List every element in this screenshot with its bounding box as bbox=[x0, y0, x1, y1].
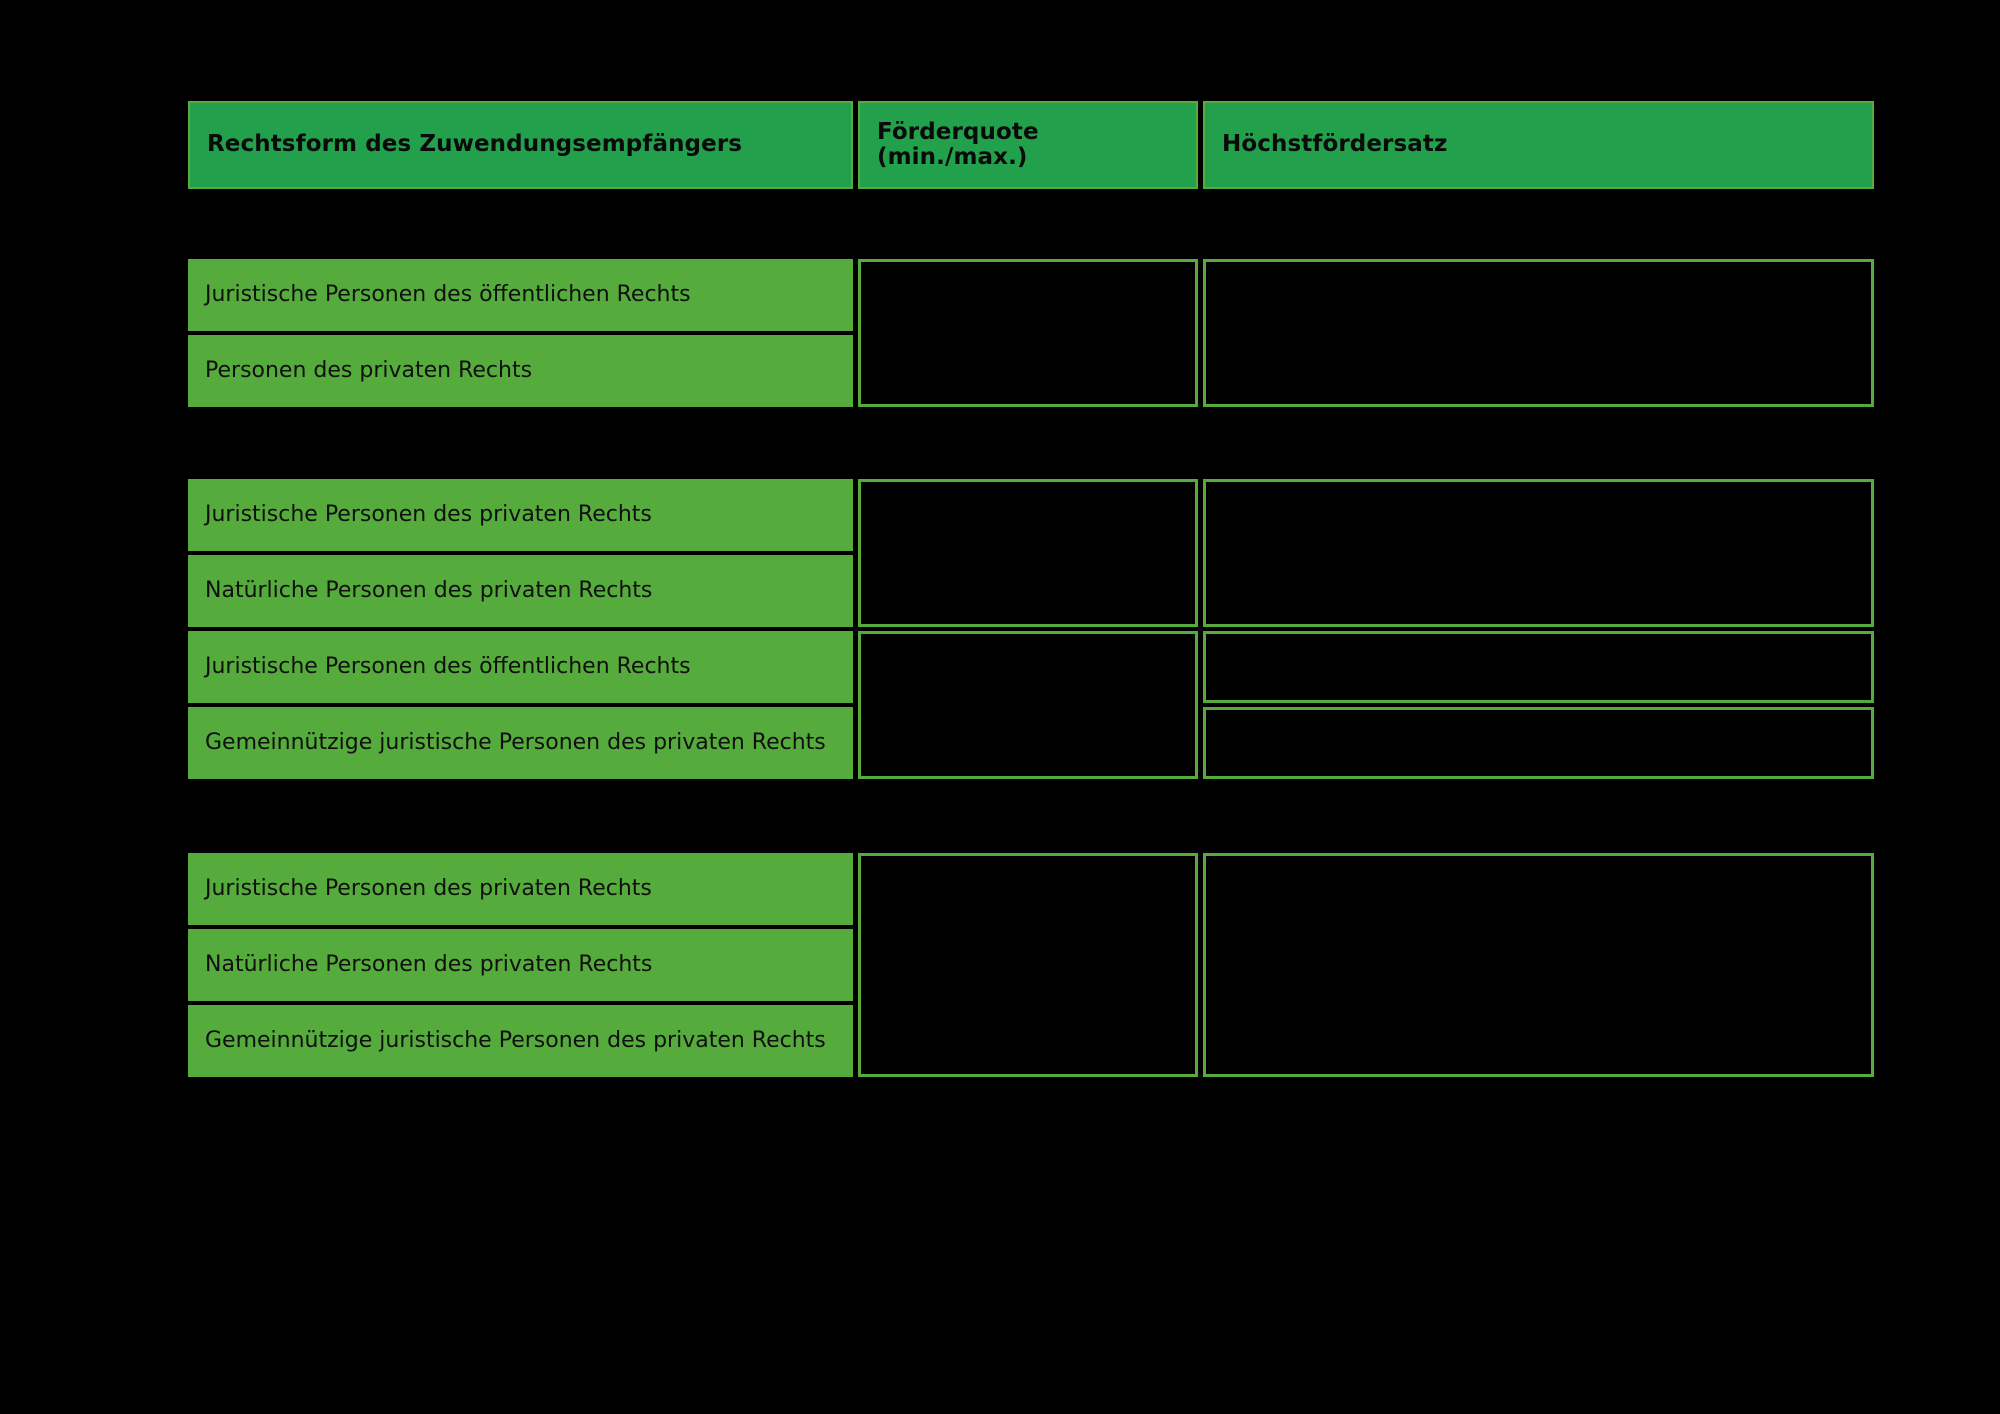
header-label-recipient-legal-form: Rechtsform des Zuwendungsempfängers bbox=[207, 131, 743, 158]
table-row: Natürliche Personen des privaten Rechts bbox=[188, 929, 853, 1001]
table-row: Juristische Personen des privaten Rechts bbox=[188, 479, 853, 551]
funding-rate-table: Rechtsform des Zuwendungsempfängers Förd… bbox=[188, 101, 1874, 1077]
table-group-1: Juristische Personen des öffentlichen Re… bbox=[188, 259, 1874, 407]
funding-rate-cell bbox=[858, 259, 1198, 407]
table-row: Gemeinnützige juristische Personen des p… bbox=[188, 707, 853, 779]
funding-rate-cell bbox=[858, 631, 1198, 779]
max-funding-rate-cell bbox=[1203, 259, 1874, 407]
table-row: Juristische Personen des öffentlichen Re… bbox=[188, 259, 853, 331]
max-funding-rate-cell bbox=[1203, 707, 1874, 779]
table-row: Personen des privaten Rechts bbox=[188, 335, 853, 407]
table-group-2: Juristische Personen des privaten Rechts… bbox=[188, 479, 1874, 779]
recipient-label: Juristische Personen des öffentlichen Re… bbox=[205, 282, 691, 308]
header-label-funding-rate: Förderquote (min./max.) bbox=[877, 118, 1039, 170]
header-cell-funding-rate: Förderquote (min./max.) bbox=[858, 101, 1198, 189]
recipient-label: Personen des privaten Rechts bbox=[205, 358, 533, 384]
table-row: Juristische Personen des privaten Rechts bbox=[188, 853, 853, 925]
header-body-gap bbox=[188, 189, 1874, 259]
max-funding-rate-cell bbox=[1203, 853, 1874, 1077]
table-row: Gemeinnützige juristische Personen des p… bbox=[188, 1005, 853, 1077]
table-row: Juristische Personen des öffentlichen Re… bbox=[188, 631, 853, 703]
group-gap-2-3 bbox=[188, 779, 1874, 853]
max-funding-rate-cell bbox=[1203, 631, 1874, 703]
recipient-label: Gemeinnützige juristische Personen des p… bbox=[205, 730, 826, 756]
max-funding-rate-cell bbox=[1203, 479, 1874, 627]
recipient-label: Natürliche Personen des privaten Rechts bbox=[205, 578, 653, 604]
header-label-max-funding-rate: Höchstfördersatz bbox=[1222, 131, 1448, 158]
table-row: Natürliche Personen des privaten Rechts bbox=[188, 555, 853, 627]
recipient-label: Juristische Personen des privaten Rechts bbox=[205, 502, 652, 528]
table-group-3: Juristische Personen des privaten Rechts… bbox=[188, 853, 1874, 1077]
table-header-row: Rechtsform des Zuwendungsempfängers Förd… bbox=[188, 101, 1874, 189]
funding-rate-cell bbox=[858, 853, 1198, 1077]
group-gap-1-2 bbox=[188, 407, 1874, 479]
recipient-label: Juristische Personen des öffentlichen Re… bbox=[205, 654, 691, 680]
header-cell-recipient-legal-form: Rechtsform des Zuwendungsempfängers bbox=[188, 101, 853, 189]
recipient-label: Natürliche Personen des privaten Rechts bbox=[205, 952, 653, 978]
header-cell-max-funding-rate: Höchstfördersatz bbox=[1203, 101, 1874, 189]
funding-rate-cell bbox=[858, 479, 1198, 627]
recipient-label: Gemeinnützige juristische Personen des p… bbox=[205, 1028, 826, 1054]
recipient-label: Juristische Personen des privaten Rechts bbox=[205, 876, 652, 902]
